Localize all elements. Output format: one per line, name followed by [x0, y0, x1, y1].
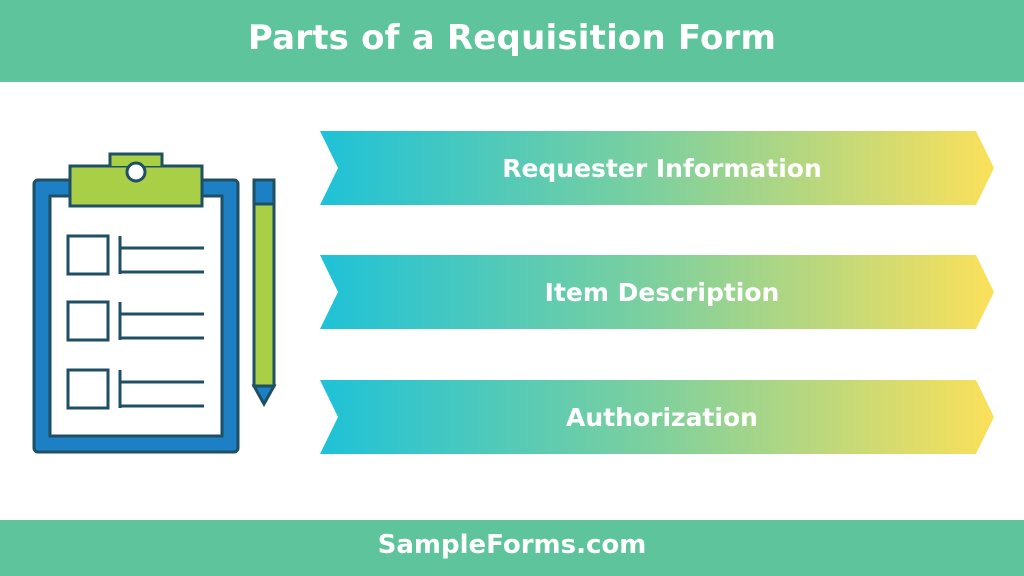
site-name[interactable]: SampleForms.com [377, 530, 647, 560]
ribbon-label: Requester Information [502, 153, 822, 183]
header-banner: Parts of a Requisition Form [0, 0, 1024, 82]
pencil-icon [251, 178, 277, 408]
ribbon-requester-information: Requester Information [320, 131, 994, 205]
footer-banner: SampleForms.com [0, 520, 1024, 576]
clipboard-checklist-icon [28, 148, 296, 460]
ribbon-label: Item Description [544, 277, 780, 307]
page-title: Parts of a Requisition Form [247, 18, 777, 58]
ribbon-authorization: Authorization [320, 380, 994, 454]
ribbon-label: Authorization [566, 402, 758, 432]
ribbon-item-description: Item Description [320, 255, 994, 329]
